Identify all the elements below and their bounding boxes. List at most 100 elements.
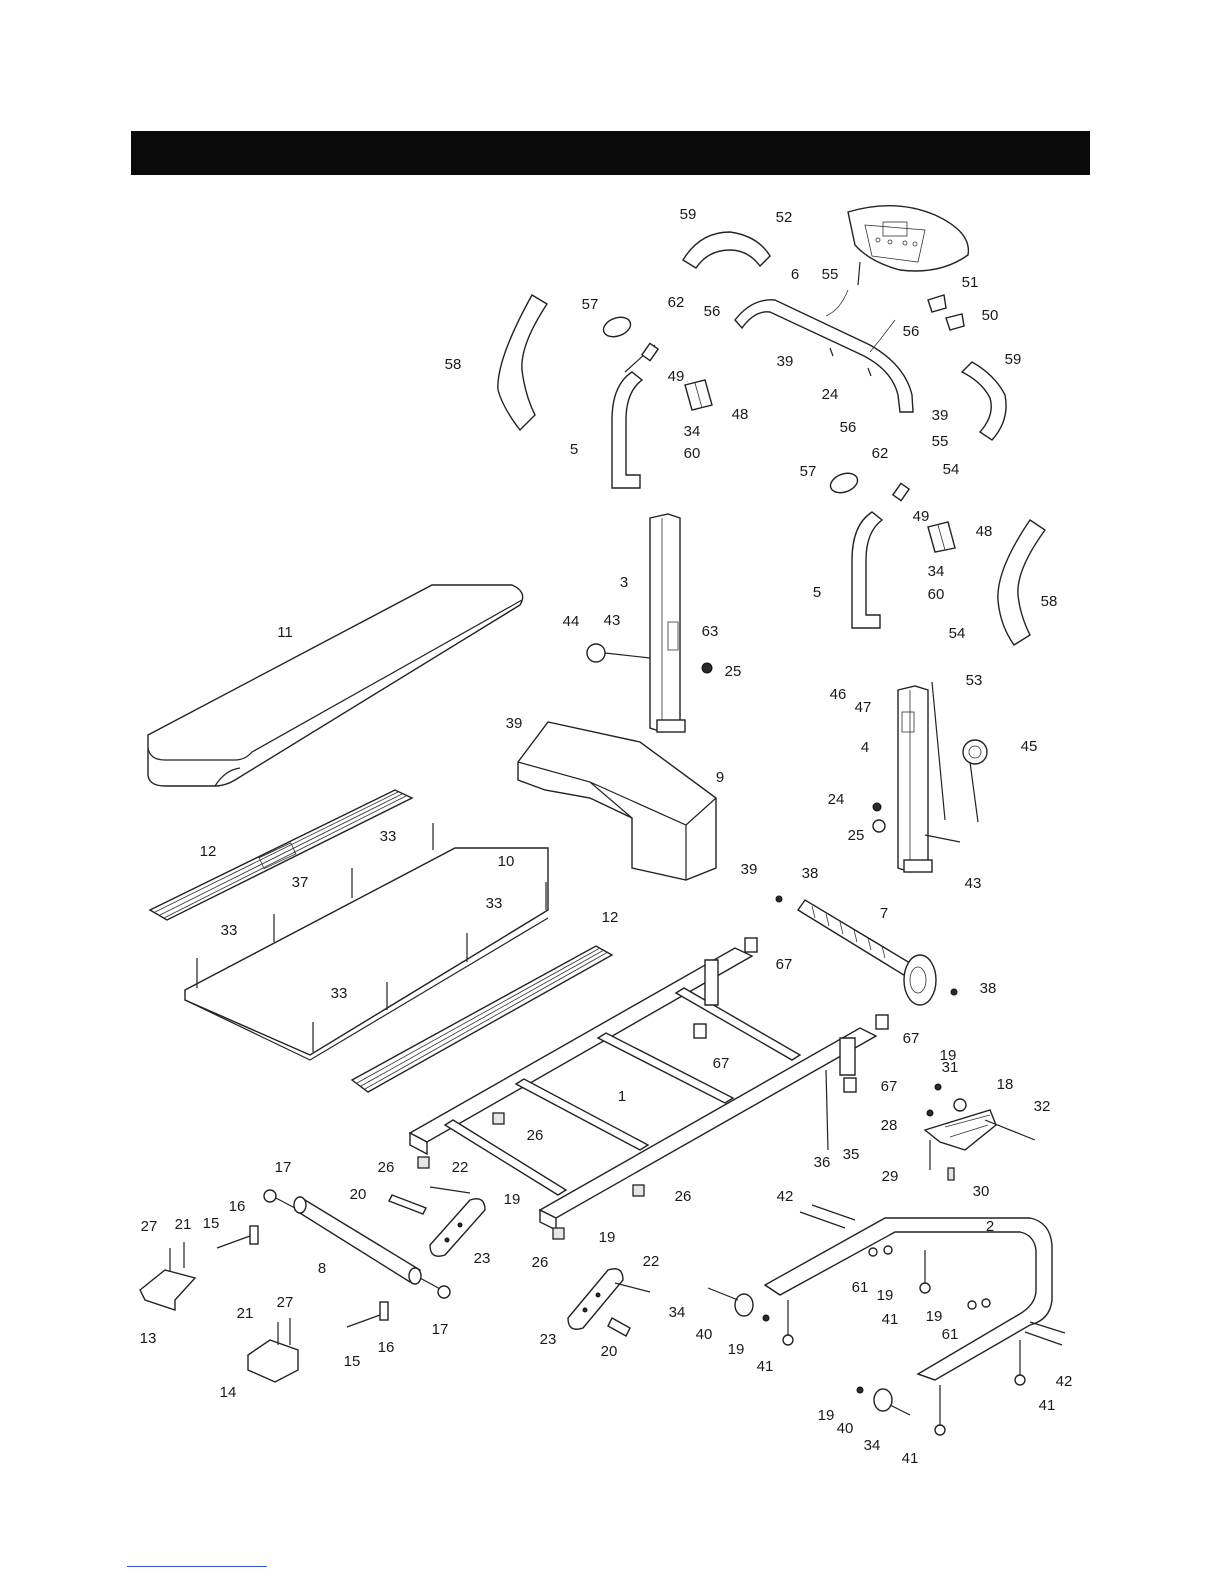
part-label-50: 50	[982, 307, 999, 324]
part-label-23: 23	[474, 1250, 491, 1267]
part-label-24: 24	[828, 791, 845, 808]
upright-part-4	[872, 681, 988, 873]
motor-hood-part-9	[517, 721, 717, 881]
pulse-disc-57-left	[602, 316, 632, 338]
part-label-16: 16	[378, 1339, 395, 1356]
grip-part-59-top	[682, 231, 771, 269]
part-label-19: 19	[728, 1341, 745, 1358]
part-label-21: 21	[175, 1216, 192, 1233]
part-label-34: 34	[684, 423, 701, 440]
part-label-34: 34	[864, 1437, 881, 1454]
wheel-part-40	[707, 1287, 911, 1416]
part-label-60: 60	[928, 586, 945, 603]
grip-part-58-left	[497, 294, 548, 432]
part-label-19: 19	[926, 1308, 943, 1325]
part-label-32: 32	[1034, 1098, 1051, 1115]
part-label-23: 23	[540, 1331, 557, 1348]
part-label-39: 39	[741, 861, 758, 878]
console-part-52	[847, 205, 970, 286]
endcap-part-23-left	[429, 1198, 486, 1257]
part-label-20: 20	[350, 1186, 367, 1203]
main-frame-part-1	[408, 947, 878, 1232]
part-label-59: 59	[680, 206, 697, 223]
side-rail-part-12-right	[350, 945, 614, 1093]
foot-part-26	[417, 1112, 645, 1240]
part-label-13: 13	[140, 1330, 157, 1347]
part-label-36: 36	[814, 1154, 831, 1171]
part-label-41: 41	[1039, 1397, 1056, 1414]
part-label-54: 54	[943, 461, 960, 478]
part-label-1: 1	[618, 1088, 626, 1105]
rear-endcap-part-13	[139, 1242, 197, 1311]
part-label-9: 9	[716, 769, 724, 786]
part-label-48: 48	[732, 406, 749, 423]
part-label-26: 26	[532, 1254, 549, 1271]
part-label-55: 55	[822, 266, 839, 283]
part-label-25: 25	[725, 663, 742, 680]
part-label-60: 60	[684, 445, 701, 462]
part-label-6: 6	[791, 266, 799, 283]
part-label-33: 33	[331, 985, 348, 1002]
screw-part-15-16	[216, 1225, 389, 1328]
footer-link-underline[interactable]	[127, 1566, 267, 1567]
part-label-38: 38	[980, 980, 997, 997]
part-label-67: 67	[903, 1030, 920, 1047]
incline-bracket-part-18	[923, 1083, 1036, 1181]
part-label-59: 59	[1005, 351, 1022, 368]
part-label-22: 22	[643, 1253, 660, 1270]
part-label-52: 52	[776, 209, 793, 226]
part-label-62: 62	[872, 445, 889, 462]
part-label-35: 35	[843, 1146, 860, 1163]
handrail-part-5-left	[611, 342, 660, 489]
part-label-56: 56	[840, 419, 857, 436]
deck-part-10	[184, 847, 549, 1061]
part-label-27: 27	[141, 1218, 158, 1235]
part-label-19: 19	[599, 1229, 616, 1246]
part-label-67: 67	[776, 956, 793, 973]
part-label-67: 67	[881, 1078, 898, 1095]
part-label-18: 18	[997, 1076, 1014, 1093]
part-label-33: 33	[221, 922, 238, 939]
cover-part-48-right	[927, 521, 956, 553]
part-label-55: 55	[932, 433, 949, 450]
part-label-39: 39	[932, 407, 949, 424]
part-label-61: 61	[852, 1279, 869, 1296]
walking-belt-part-11	[147, 584, 524, 787]
part-label-42: 42	[1056, 1373, 1073, 1390]
part-label-5: 5	[570, 441, 578, 458]
part-label-26: 26	[527, 1127, 544, 1144]
part-label-41: 41	[882, 1311, 899, 1328]
part-label-39: 39	[506, 715, 523, 732]
part-label-19: 19	[877, 1287, 894, 1304]
cover-part-48-left	[684, 379, 713, 411]
part-label-44: 44	[563, 613, 580, 630]
part-label-17: 17	[275, 1159, 292, 1176]
section-header-bar	[131, 131, 1090, 175]
part-label-41: 41	[902, 1450, 919, 1467]
handlebar-crossbar-part-6	[734, 289, 914, 413]
part-label-54: 54	[949, 625, 966, 642]
part-label-19: 19	[504, 1191, 521, 1208]
part-label-24: 24	[822, 386, 839, 403]
part-label-58: 58	[1041, 593, 1058, 610]
part-label-34: 34	[669, 1304, 686, 1321]
part-label-37: 37	[292, 874, 309, 891]
part-label-28: 28	[881, 1117, 898, 1134]
part-label-16: 16	[229, 1198, 246, 1215]
part-label-57: 57	[582, 296, 599, 313]
part-label-21: 21	[237, 1305, 254, 1322]
part-label-42: 42	[777, 1188, 794, 1205]
handrail-part-5-right	[851, 482, 911, 629]
front-roller-part-7	[775, 895, 958, 1006]
bolt-part-20-22	[388, 1186, 651, 1337]
part-label-40: 40	[696, 1326, 713, 1343]
part-label-26: 26	[378, 1159, 395, 1176]
part-label-19: 19	[940, 1047, 957, 1064]
rear-roller-part-8	[263, 1189, 451, 1299]
part-label-43: 43	[965, 875, 982, 892]
part-label-10: 10	[498, 853, 515, 870]
part-label-31: 31	[942, 1059, 959, 1076]
part-label-12: 12	[602, 909, 619, 926]
